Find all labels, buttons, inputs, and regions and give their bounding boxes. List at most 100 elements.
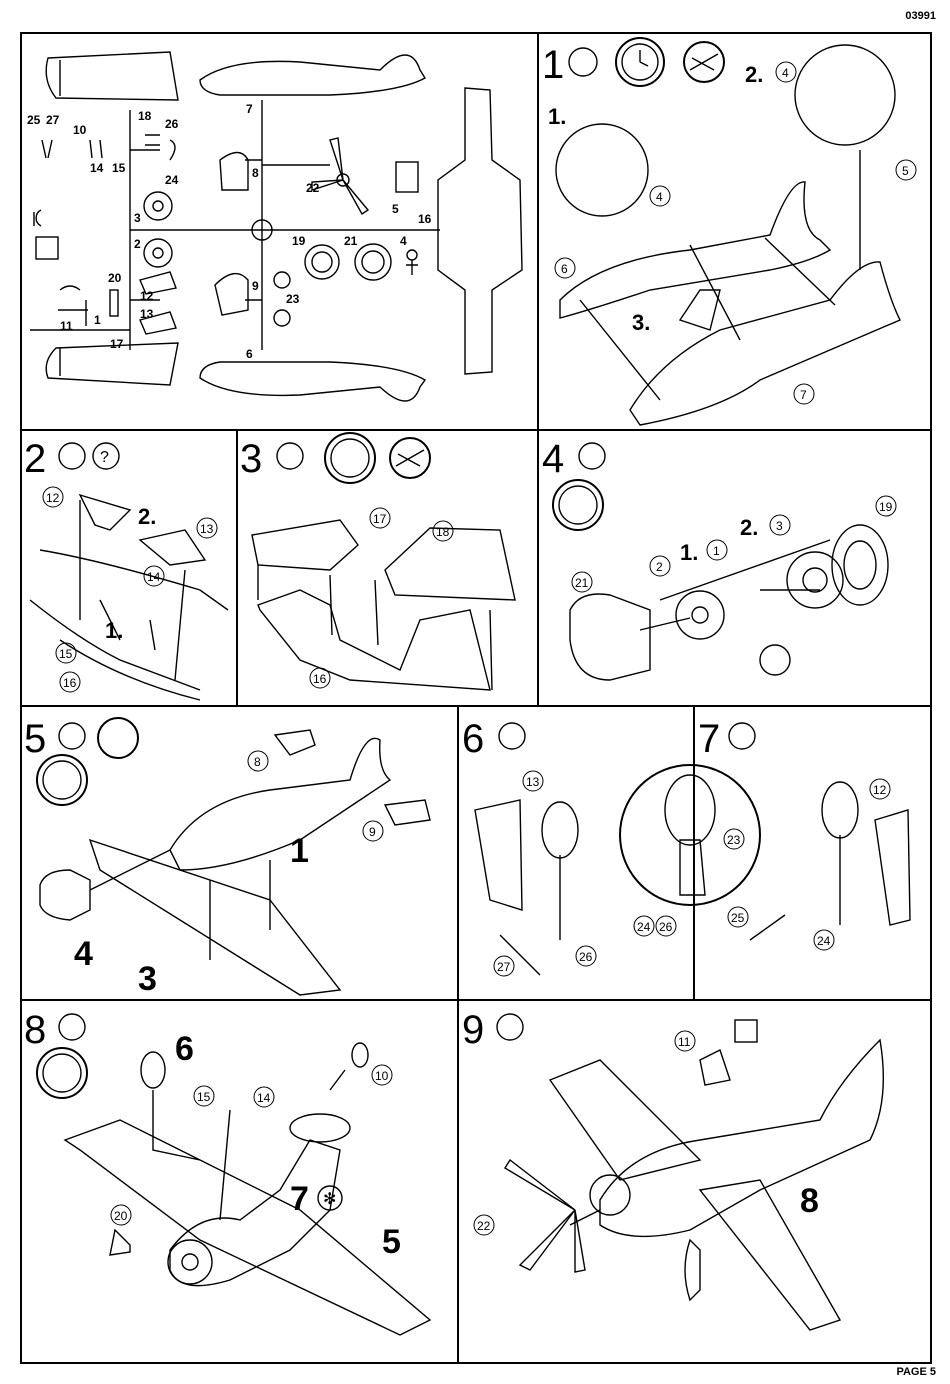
- svg-text:19: 19: [879, 500, 893, 514]
- svg-text:17: 17: [373, 512, 387, 526]
- svg-text:22: 22: [477, 1219, 491, 1233]
- svg-text:3: 3: [138, 960, 157, 998]
- wing-left-9: [548, 1059, 702, 1181]
- svg-text:22: 22: [306, 181, 320, 195]
- fuselage-half-part: [559, 181, 832, 319]
- svg-text:2.: 2.: [745, 62, 763, 87]
- svg-text:16: 16: [418, 212, 432, 226]
- detail-magnifier: [619, 764, 761, 906]
- svg-text:26: 26: [659, 920, 673, 934]
- svg-text:24: 24: [817, 934, 831, 948]
- step-2: 2 ?: [24, 437, 229, 701]
- step-7-labels: 12 25 24: [727, 778, 891, 951]
- svg-text:8: 8: [252, 166, 259, 180]
- svg-text:1: 1: [94, 313, 101, 327]
- svg-text:21: 21: [344, 234, 358, 248]
- svg-text:7: 7: [800, 388, 807, 402]
- svg-text:2: 2: [656, 560, 663, 574]
- step-1: 1: [542, 37, 901, 426]
- svg-text:4: 4: [74, 935, 93, 973]
- cowling-part: [569, 593, 651, 681]
- fuselage-9: [599, 1038, 885, 1238]
- svg-text:18: 18: [436, 525, 450, 539]
- wing-assembly-8: [63, 1119, 432, 1336]
- svg-text:14: 14: [257, 1091, 271, 1105]
- wing-assembly-5: [88, 838, 342, 996]
- svg-text:24: 24: [637, 920, 651, 934]
- svg-text:6: 6: [462, 717, 484, 761]
- svg-text:24: 24: [165, 173, 179, 187]
- svg-text:9: 9: [369, 825, 376, 839]
- svg-text:3.: 3.: [632, 310, 650, 335]
- svg-text:15: 15: [112, 161, 126, 175]
- svg-text:6: 6: [246, 347, 253, 361]
- svg-text:2: 2: [134, 237, 141, 251]
- wing-upper-part: [45, 51, 179, 101]
- svg-text:12: 12: [140, 289, 154, 303]
- panel-grid: [20, 32, 932, 1364]
- step-4-labels: 2. 1. 3 1 2 19 21: [571, 495, 897, 593]
- svg-text:16: 16: [313, 672, 327, 686]
- svg-text:20: 20: [108, 271, 122, 285]
- svg-text:18: 18: [138, 109, 152, 123]
- step-9: 9: [462, 1008, 885, 1331]
- svg-text:12: 12: [873, 783, 887, 797]
- step-6-labels: 13 27 26 23 24 26: [493, 770, 745, 977]
- svg-text:9: 9: [462, 1008, 484, 1052]
- svg-text:14: 14: [147, 570, 161, 584]
- svg-text:1: 1: [290, 832, 309, 870]
- step-5: 5: [24, 717, 431, 996]
- step-5-labels: 1 4 3 8 9: [74, 750, 384, 998]
- svg-text:25: 25: [27, 113, 41, 127]
- step-1-number: 1: [542, 43, 564, 87]
- svg-text:23: 23: [727, 833, 741, 847]
- wing-plan-part: [437, 87, 523, 375]
- step-4: 4: [542, 437, 889, 681]
- svg-text:12: 12: [46, 491, 60, 505]
- svg-text:15: 15: [197, 1090, 211, 1104]
- fuselage-assembly-5: [169, 737, 392, 871]
- wing-lower: [257, 589, 491, 691]
- svg-text:4: 4: [400, 234, 407, 248]
- svg-text:5: 5: [392, 202, 399, 216]
- svg-text:10: 10: [375, 1069, 389, 1083]
- svg-text:27: 27: [497, 960, 511, 974]
- svg-text:1: 1: [713, 544, 720, 558]
- svg-text:13: 13: [140, 307, 154, 321]
- svg-text:2.: 2.: [740, 515, 758, 540]
- svg-text:3: 3: [134, 211, 141, 225]
- svg-text:6: 6: [561, 262, 568, 276]
- svg-text:8: 8: [254, 755, 261, 769]
- step-3-labels: 17 18 16: [309, 507, 454, 689]
- wing-left-upper: [251, 519, 359, 571]
- svg-text:✻: ✻: [323, 1191, 336, 1208]
- step-3: 3: [240, 432, 516, 691]
- svg-text:4: 4: [656, 190, 663, 204]
- svg-text:26: 26: [165, 117, 179, 131]
- svg-text:20: 20: [114, 1209, 128, 1223]
- step-8-labels: 6 7 ✻ 5 15 14 10 20: [110, 1030, 401, 1261]
- svg-text:7: 7: [246, 102, 253, 116]
- svg-text:2.: 2.: [138, 504, 156, 529]
- wing-right-upper: [384, 527, 516, 601]
- svg-text:7: 7: [698, 717, 720, 761]
- svg-text:7: 7: [290, 1180, 309, 1218]
- svg-text:14: 14: [90, 161, 104, 175]
- step-7: 7: [698, 717, 911, 941]
- svg-text:15: 15: [59, 647, 73, 661]
- svg-text:4: 4: [782, 66, 789, 80]
- step-9-labels: 8 11 22: [473, 1030, 819, 1236]
- svg-text:2: 2: [24, 437, 46, 481]
- svg-text:5: 5: [382, 1223, 401, 1261]
- svg-text:5: 5: [24, 717, 46, 761]
- svg-text:13: 13: [200, 522, 214, 536]
- wing-lower-part: [45, 342, 179, 386]
- svg-text:17: 17: [110, 337, 124, 351]
- page-number: PAGE 5: [896, 1366, 936, 1378]
- document-code: 03991: [905, 10, 936, 22]
- sprue-diagram: [30, 51, 523, 402]
- svg-text:6: 6: [175, 1030, 194, 1068]
- svg-text:1.: 1.: [105, 618, 123, 643]
